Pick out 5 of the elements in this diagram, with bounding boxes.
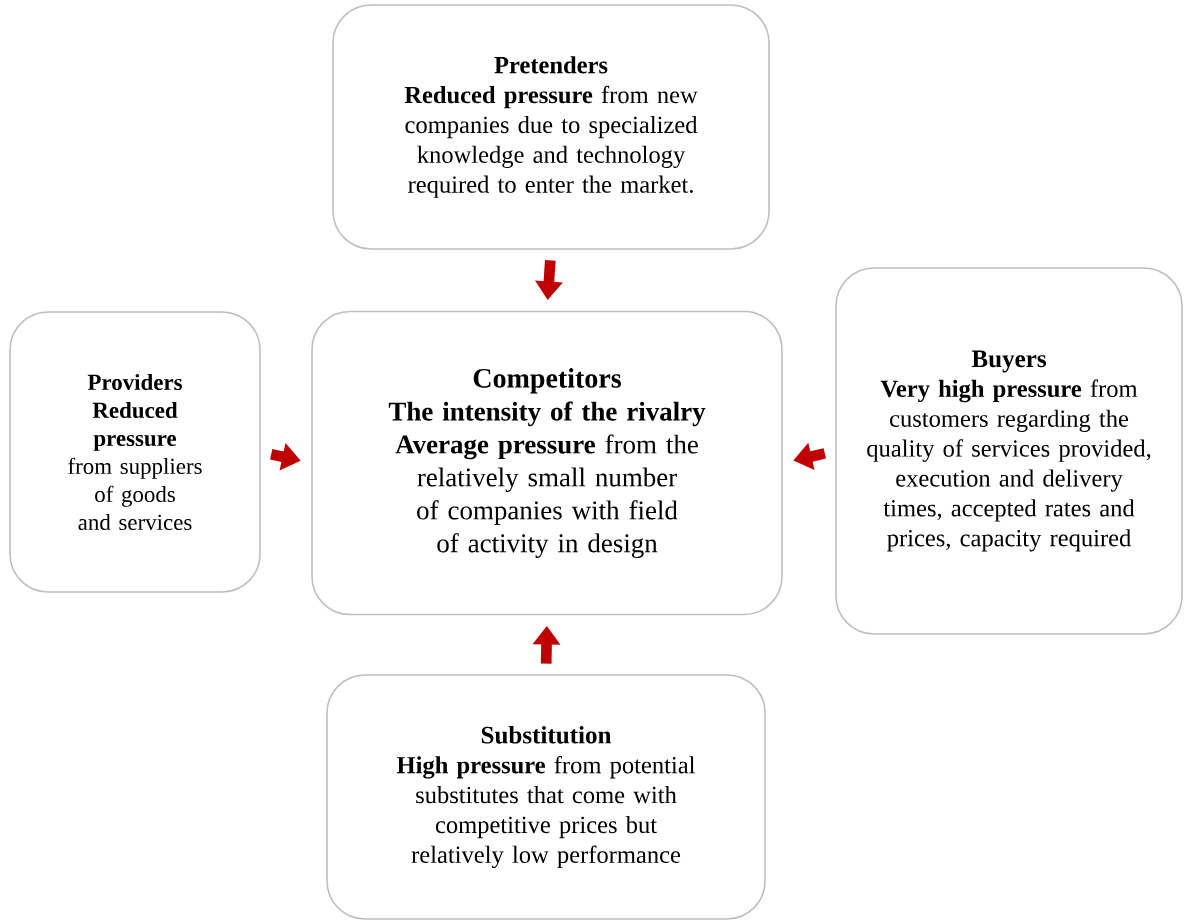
rounded-box: Pretenders Reduced pressure from new companies due to specialized knowledge and technology required to enter the market. [332,4,770,250]
rounded-box: Providers Reduced pressure from suppliers of goods and services [9,311,261,593]
rounded-box: Substitution High pressure from potential substitutes that come with competitive prices but relatively low performance [326,674,766,920]
rounded-box: Competitors The intensity of the rivalry Average pressure from the relatively small number of companies with field of activity in design [311,310,783,616]
rounded-box: Buyers Very high pressure from customers regarding the quality of services provided, execution and delivery times, accepted rates and prices, capacity required [835,267,1183,635]
